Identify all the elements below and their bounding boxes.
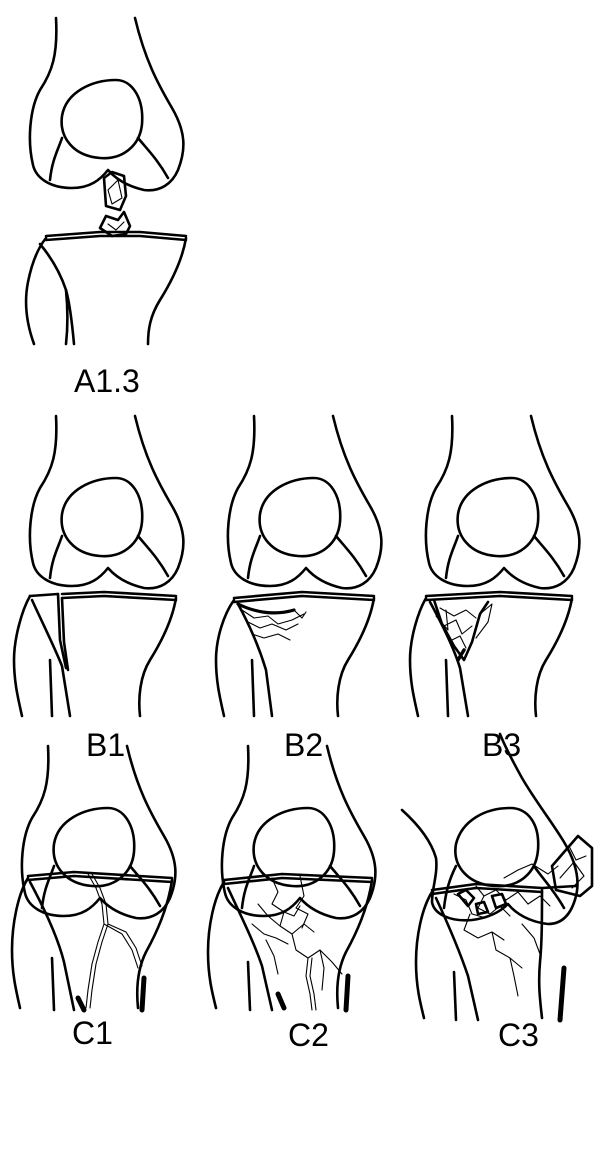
label-b1: B1 (86, 727, 125, 763)
label-c2: C2 (288, 1017, 329, 1053)
split-depression-fracture (434, 600, 492, 660)
femur (30, 416, 183, 588)
femur (228, 416, 381, 588)
panel-c3: C3 (402, 734, 592, 1053)
femur (22, 746, 175, 918)
avulsion-fragment (100, 172, 130, 236)
label-a13: A1.3 (74, 363, 140, 399)
tibia (208, 874, 372, 1010)
bicondylar-fracture (86, 874, 142, 1008)
depression-fracture (238, 604, 306, 640)
femur (222, 746, 375, 918)
panel-c2: C2 (208, 746, 375, 1053)
femur (426, 416, 579, 588)
panel-b1: B1 (14, 416, 183, 763)
label-c3: C3 (498, 1017, 539, 1053)
label-b2: B2 (284, 727, 323, 763)
panel-b3: B3 (410, 416, 579, 763)
label-c1: C1 (72, 1015, 113, 1051)
panel-b2: B2 (216, 416, 381, 763)
panel-c1: C1 (12, 746, 175, 1051)
panel-a13: A1.3 (26, 18, 186, 399)
femur (30, 18, 183, 190)
tibia (14, 592, 176, 716)
label-b3: B3 (482, 727, 521, 763)
tibia (26, 232, 186, 344)
comminuted-metaphyseal-fracture (252, 876, 342, 1010)
